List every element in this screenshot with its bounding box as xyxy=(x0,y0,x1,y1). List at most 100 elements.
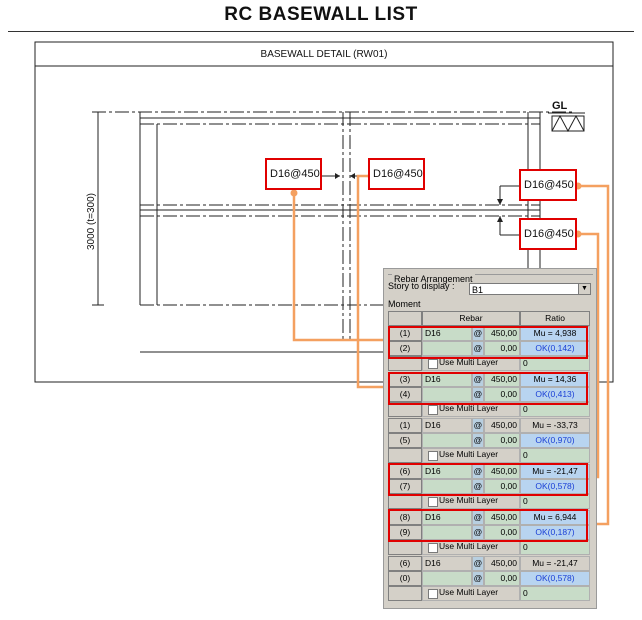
multi-layer-label: Use Multi Layer xyxy=(439,541,499,551)
table-header: Rebar Ratio xyxy=(388,311,590,326)
rebar-spacing[interactable]: 0,00 xyxy=(484,341,520,356)
row-index: (9) xyxy=(388,525,422,540)
ratio-value[interactable]: OK(0,578) xyxy=(520,479,590,494)
row-index: (0) xyxy=(388,571,422,586)
detail-frame xyxy=(34,41,614,383)
rebar-spacing[interactable]: 0,00 xyxy=(484,525,520,540)
rebar-size[interactable] xyxy=(422,525,472,540)
ratio-value[interactable]: Mu = -21,47 xyxy=(520,556,590,571)
callout-box-4: D16@450 xyxy=(519,218,577,250)
multi-layer-label: Use Multi Layer xyxy=(439,495,499,505)
rebar-spacing[interactable]: 0,00 xyxy=(484,433,520,448)
multi-layer-count[interactable]: 0 xyxy=(520,402,590,417)
callout-label: D16@450 xyxy=(524,179,574,191)
ratio-value[interactable]: OK(0,970) xyxy=(520,433,590,448)
rebar-spacing[interactable]: 0,00 xyxy=(484,479,520,494)
callout-label: D16@450 xyxy=(270,168,320,180)
gl-hatch-box xyxy=(551,115,585,132)
row-spacer xyxy=(388,586,422,601)
leader-3 xyxy=(578,184,610,526)
rebar-size[interactable] xyxy=(422,433,472,448)
multi-layer-count[interactable]: 0 xyxy=(520,356,590,371)
rebar-spacing[interactable]: 0,00 xyxy=(484,571,520,586)
row-index: (5) xyxy=(388,433,422,448)
rebar-at[interactable]: @ xyxy=(472,341,484,356)
row-spacer xyxy=(388,448,422,463)
rebar-size[interactable]: D16 xyxy=(422,556,472,571)
rebar-size[interactable] xyxy=(422,387,472,402)
ratio-value[interactable]: OK(0,187) xyxy=(520,525,590,540)
row-spacer xyxy=(388,540,422,555)
rebar-at[interactable]: @ xyxy=(472,418,484,433)
multi-layer-checkbox[interactable] xyxy=(428,589,438,599)
multi-layer-cell xyxy=(422,356,520,371)
rebar-group: Rebar Arrangement xyxy=(388,274,593,301)
rebar-at[interactable]: @ xyxy=(472,433,484,448)
highlight-block-2 xyxy=(388,372,588,405)
multi-layer-cell xyxy=(422,402,520,417)
rebar-size[interactable] xyxy=(422,341,472,356)
multi-layer-checkbox[interactable] xyxy=(428,497,438,507)
multi-layer-count[interactable]: 0 xyxy=(520,540,590,555)
multi-layer-label: Use Multi Layer xyxy=(439,587,499,597)
multi-layer-row: Use Multi Layer 0 xyxy=(388,540,590,555)
highlight-block-5 xyxy=(388,509,588,542)
rebar-size[interactable]: D16 xyxy=(422,418,472,433)
height-dimension: 3000 (t=300) xyxy=(86,193,97,250)
callout-box-1: D16@450 xyxy=(265,158,322,190)
rebar-spacing[interactable]: 450,00 xyxy=(484,556,520,571)
rebar-spacing[interactable]: 450,00 xyxy=(484,418,520,433)
rebar-spacing[interactable]: 0,00 xyxy=(484,387,520,402)
row-index: (4) xyxy=(388,387,422,402)
multi-layer-count[interactable]: 0 xyxy=(520,494,590,509)
multi-layer-count[interactable]: 0 xyxy=(520,448,590,463)
callout-box-2: D16@450 xyxy=(368,158,425,190)
rebar-size[interactable] xyxy=(422,479,472,494)
multi-layer-checkbox[interactable] xyxy=(428,359,438,369)
rebar-at[interactable]: @ xyxy=(472,387,484,402)
rebar-at[interactable]: @ xyxy=(472,372,484,387)
ground-level-label: GL xyxy=(552,100,568,112)
gl-hatch xyxy=(551,114,585,133)
callout-label: D16@450 xyxy=(373,168,423,180)
ratio-value[interactable]: OK(0,413) xyxy=(520,387,590,402)
header-rebar: Rebar xyxy=(422,311,520,326)
multi-layer-label: Use Multi Layer xyxy=(439,403,499,413)
multi-layer-checkbox[interactable] xyxy=(428,405,438,415)
callout-label: D16@450 xyxy=(524,228,574,240)
ratio-value[interactable]: OK(0,142) xyxy=(520,341,590,356)
multi-layer-row: Use Multi Layer 0 xyxy=(388,586,590,601)
rebar-at[interactable]: @ xyxy=(472,556,484,571)
leader-lines xyxy=(292,174,610,526)
row-index: (6) xyxy=(388,556,422,571)
leader-1 xyxy=(292,190,390,342)
multi-layer-cell xyxy=(422,586,520,601)
multi-layer-checkbox[interactable] xyxy=(428,543,438,553)
rebar-at[interactable]: @ xyxy=(472,525,484,540)
multi-layer-cell xyxy=(422,448,520,463)
chevron-down-icon[interactable]: ▼ xyxy=(578,284,590,294)
row-spacer xyxy=(388,402,422,417)
title-underline xyxy=(8,31,634,32)
ratio-value[interactable]: OK(0,578) xyxy=(520,571,590,586)
row-spacer xyxy=(388,356,422,371)
story-select[interactable]: B1 ▼ xyxy=(469,283,591,295)
multi-layer-checkbox[interactable] xyxy=(428,451,438,461)
rebar-at[interactable]: @ xyxy=(472,571,484,586)
multi-layer-count[interactable]: 0 xyxy=(520,586,590,601)
rebar-size[interactable] xyxy=(422,571,472,586)
rebar-at[interactable]: @ xyxy=(472,479,484,494)
ratio-value[interactable]: Mu = -33,73 xyxy=(520,418,590,433)
leader-2 xyxy=(356,174,390,389)
